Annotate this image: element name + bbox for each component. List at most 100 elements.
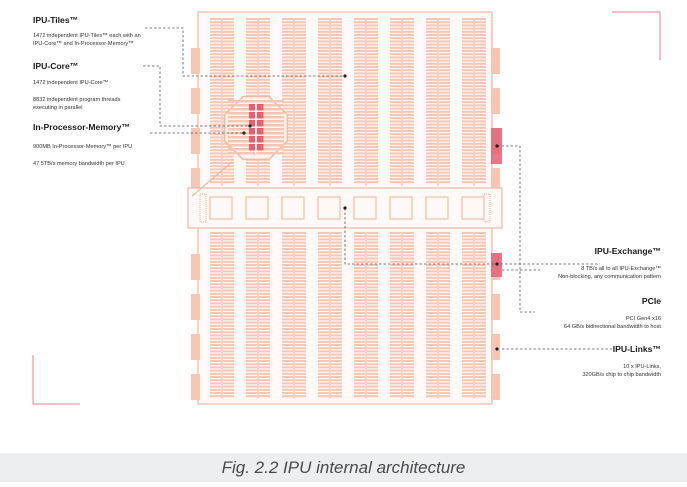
tile-spine <box>401 18 403 186</box>
tile-bar <box>390 142 401 145</box>
tile-bar <box>295 321 306 324</box>
tile-bar <box>295 276 306 279</box>
tile-bar <box>295 40 306 43</box>
tile-bar <box>282 257 293 260</box>
tile-bar <box>318 395 329 398</box>
tile-bar <box>475 254 486 257</box>
tile-bar <box>282 43 293 46</box>
tile-bar <box>210 257 221 260</box>
tile-bar <box>390 366 401 369</box>
tile-bar <box>259 62 270 65</box>
tile-bar <box>475 344 486 346</box>
tile-bar <box>246 318 257 321</box>
tile-bar <box>295 162 306 164</box>
tile-bar <box>439 139 450 142</box>
tile-bar <box>426 232 437 234</box>
tile-bar <box>331 385 342 388</box>
tile-bar <box>223 94 234 97</box>
tile-bar <box>259 178 270 180</box>
tile-bar <box>331 244 342 247</box>
tile-bar <box>439 312 450 314</box>
tile-bar <box>318 56 329 59</box>
tile-bar <box>439 254 450 257</box>
tile-bar <box>462 372 473 375</box>
tile-bar <box>259 34 270 36</box>
tile-bar <box>439 308 450 311</box>
tile-bar <box>462 388 473 391</box>
tile-bar <box>403 264 414 266</box>
ipu-links-dot <box>495 347 499 351</box>
tile-bar <box>354 149 365 152</box>
tile-bar <box>367 251 378 254</box>
tile-bar <box>439 62 450 65</box>
tile-bar <box>223 286 234 289</box>
tile-bar <box>210 340 221 343</box>
tile-bar <box>439 337 450 340</box>
tile-bar <box>259 392 270 394</box>
tile-bar <box>210 85 221 88</box>
tile-bar <box>390 292 401 295</box>
tile-bar <box>210 59 221 62</box>
tile-bar <box>475 126 486 129</box>
tile-bar <box>331 43 342 46</box>
tile-bar <box>403 280 414 282</box>
tile-bar <box>462 360 473 362</box>
tile-bar <box>210 308 221 311</box>
tile-bar <box>475 363 486 366</box>
tile-bar <box>390 296 401 298</box>
tile-bar <box>367 248 378 250</box>
tile-bar <box>246 328 257 330</box>
tile-bar <box>318 43 329 46</box>
tile-bar <box>354 264 365 266</box>
tile-bar <box>462 305 473 308</box>
tile-bar <box>354 117 365 120</box>
tile-bar <box>246 360 257 362</box>
tile-bar <box>259 337 270 340</box>
tile-bar <box>439 296 450 298</box>
tile-bar <box>259 50 270 52</box>
tile-bar <box>403 181 414 184</box>
tile-bar <box>367 244 378 247</box>
tile-bar <box>390 312 401 314</box>
tile-bar <box>259 162 270 164</box>
tile-bar <box>439 136 450 139</box>
tile-bar <box>462 350 473 353</box>
tile-bar <box>439 232 450 234</box>
tile-bar <box>331 155 342 158</box>
tile-bar <box>210 181 221 184</box>
tile-bar <box>331 350 342 353</box>
tile-bar <box>367 62 378 65</box>
tile-bar <box>367 328 378 330</box>
tile-bar <box>475 21 486 24</box>
tile-bar <box>462 382 473 385</box>
tile-bar <box>426 273 437 276</box>
tile-bar <box>367 360 378 362</box>
tile-bar <box>475 299 486 302</box>
tile-bar <box>318 267 329 270</box>
tile-bar <box>354 308 365 311</box>
tile-bar <box>223 53 234 56</box>
tile-bar <box>426 318 437 321</box>
tile-bar <box>282 286 293 289</box>
tile-bar <box>367 321 378 324</box>
tile-bar <box>295 331 306 334</box>
tile-bar <box>295 353 306 356</box>
tile-bar <box>439 152 450 155</box>
tile-bar <box>210 286 221 289</box>
tile-bar <box>259 69 270 72</box>
tile-bar <box>223 178 234 180</box>
ipu-core-desc-2: 8832 independent program threads executi… <box>33 97 121 111</box>
exchange-port-dot <box>495 262 499 266</box>
tile-bar <box>367 152 378 155</box>
tile-bar <box>354 241 365 244</box>
tile-bar <box>426 392 437 394</box>
tile-bar <box>318 120 329 123</box>
tile-bar <box>390 260 401 263</box>
tile-bar <box>354 299 365 302</box>
tile-bar <box>282 168 293 171</box>
tile-bar <box>259 260 270 263</box>
tile-bar <box>367 46 378 49</box>
tile-bar <box>403 385 414 388</box>
tile-bar <box>246 315 257 318</box>
tile-bar <box>403 315 414 318</box>
